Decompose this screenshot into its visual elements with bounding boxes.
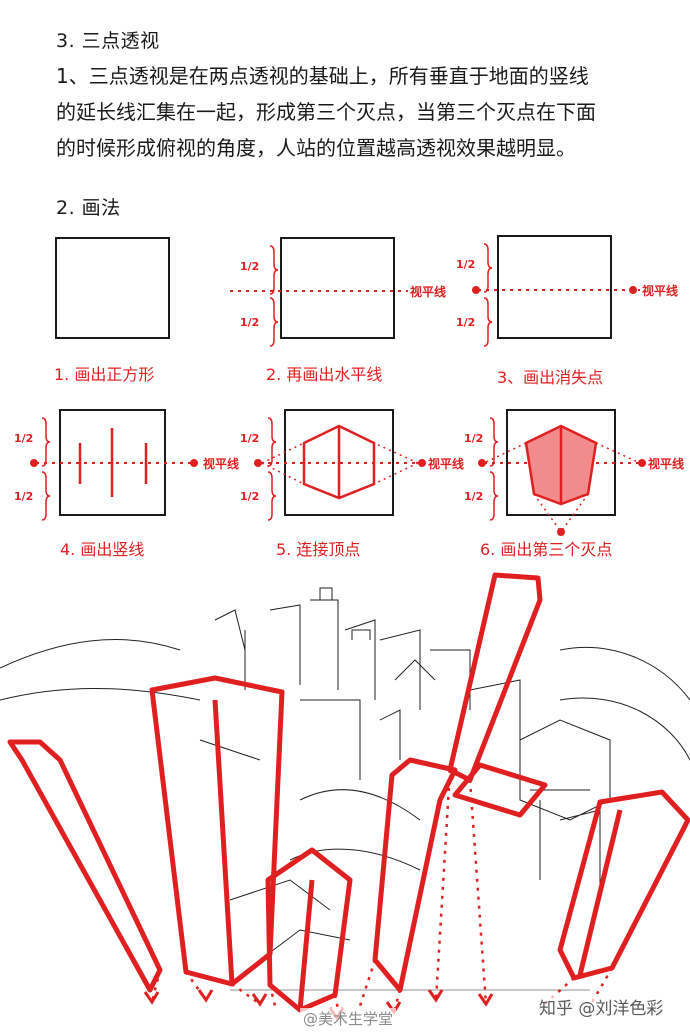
convergence-line (434, 769, 452, 1001)
step-5-diagram: 1/2 1/2 视平线 (240, 409, 464, 521)
vanishing-point (629, 286, 637, 294)
step-2-diagram: 1/2 1/2 视平线 (230, 237, 446, 347)
vanishing-point (638, 459, 646, 467)
roof-outline (452, 762, 548, 818)
guide-line (373, 442, 419, 464)
step-5-caption: 5. 连接顶点 (276, 540, 361, 559)
convergence-line (358, 959, 377, 1007)
horizon-label: 视平线 (428, 456, 464, 471)
far-tower-outline (447, 572, 543, 783)
step-2-caption: 2. 再画出水平线 (266, 365, 383, 384)
step-3-caption: 3、画出消失点 (497, 368, 604, 387)
half-label: 1/2 (464, 432, 483, 445)
arrow-down-icon (143, 991, 160, 1005)
step-3-diagram: 1/2 1/2 视平线 (456, 235, 678, 347)
step-6-caption: 6. 画出第三个灭点 (480, 540, 613, 559)
paragraph-line-3: 的时候形成俯视的角度，人站的位置越高透视效果越明显。 (56, 136, 576, 160)
vanishing-point (472, 286, 480, 294)
brace-icon (267, 417, 277, 467)
paragraph-line-2: 的延长线汇集在一起，形成第三个灭点，当第三个灭点在下面 (56, 100, 596, 124)
brace-icon (483, 297, 493, 347)
brace-icon (41, 471, 51, 521)
convergence-line (468, 779, 488, 1005)
brace-icon (489, 417, 499, 467)
half-label: 1/2 (14, 490, 33, 503)
half-label: 1/2 (240, 432, 259, 445)
half-label: 1/2 (240, 260, 259, 273)
brace-icon (489, 471, 499, 521)
half-label: 1/2 (456, 258, 475, 271)
half-label: 1/2 (464, 490, 483, 503)
half-label: 1/2 (14, 432, 33, 445)
mid-tower-outline (372, 757, 458, 993)
tall-tower-edge (212, 699, 235, 985)
guide-line (560, 493, 589, 533)
paragraph-line-1: 1、三点透视是在两点透视的基础上，所有垂直于地面的竖线 (56, 64, 589, 88)
step-4-caption: 4. 画出竖线 (60, 540, 145, 559)
vanishing-point (30, 459, 38, 467)
brace-icon (41, 417, 51, 467)
horizon-label: 视平线 (642, 283, 678, 298)
brace-icon (269, 245, 279, 295)
right-tower-outline (557, 789, 690, 981)
vanishing-point (478, 459, 486, 467)
square (55, 237, 170, 339)
zhihu-watermark: 知乎 @刘洋色彩 (536, 994, 667, 1019)
guide-line (373, 462, 419, 485)
square (280, 237, 395, 339)
horizon-label: 视平线 (203, 456, 239, 471)
arrow-down-icon (477, 993, 494, 1007)
half-label: 1/2 (240, 490, 259, 503)
horizon-label: 视平线 (410, 284, 446, 299)
step-4-diagram: 1/2 1/2 视平线 (14, 409, 239, 521)
sketch-horizon-lines (0, 639, 690, 761)
step-1-caption: 1. 画出正方形 (54, 365, 155, 384)
sketch-buildings (214, 599, 521, 780)
brace-icon (267, 471, 277, 521)
vanishing-point (418, 459, 426, 467)
arrow-down-icon (197, 989, 214, 1003)
step-6-diagram: 1/2 1/2 视平线 (464, 409, 684, 536)
convergence-line (231, 982, 261, 1006)
weibo-watermark: @美术生学堂 (300, 1008, 397, 1029)
horizon-label: 视平线 (648, 456, 684, 471)
section-title: 3. 三点透视 (56, 30, 160, 52)
guide-line (595, 442, 641, 464)
guide-line (483, 442, 527, 464)
square (497, 235, 612, 339)
arrow-down-icon (427, 989, 444, 1003)
red-perspective-overlay (7, 572, 690, 1013)
right-tower-edge (577, 809, 623, 976)
method-title: 2. 画法 (56, 197, 121, 219)
third-vanishing-point (557, 528, 565, 536)
brace-icon (269, 297, 279, 347)
vanishing-point (254, 459, 262, 467)
vanishing-point (190, 459, 198, 467)
half-label: 1/2 (240, 316, 259, 329)
convergence-line (150, 969, 162, 1003)
brace-icon (483, 243, 493, 293)
arrow-down-icon (251, 993, 268, 1007)
sketch-rooftops (319, 587, 436, 710)
sketch-streets (199, 739, 421, 961)
step-1-diagram (55, 237, 170, 339)
left-tower-outline (7, 739, 163, 993)
short-block-edge (297, 879, 315, 1011)
guide-line (533, 493, 562, 533)
guide-line (261, 442, 305, 464)
half-label: 1/2 (456, 316, 475, 329)
